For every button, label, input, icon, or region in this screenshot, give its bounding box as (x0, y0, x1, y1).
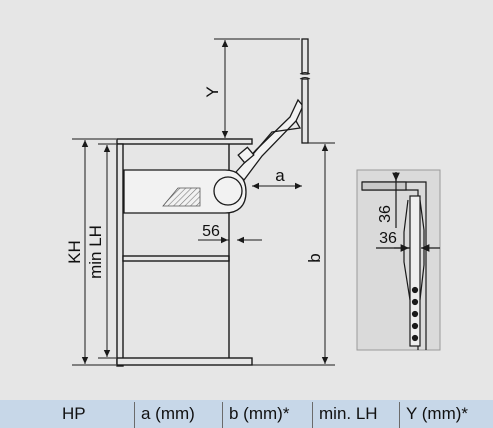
table-header-separator (312, 402, 313, 428)
label-56: 56 (202, 223, 220, 240)
table-header-bar (0, 400, 493, 428)
detail-inset-frame (356, 169, 441, 351)
cabinet-bottom-board (116, 357, 253, 366)
label-min-lh: min LH (86, 225, 105, 279)
label-b: b (305, 253, 324, 262)
detail-label-36-horizontal: 36 (379, 230, 397, 247)
mechanism-vent (162, 187, 201, 207)
table-header-separator (222, 402, 223, 428)
mechanism-pivot (213, 176, 243, 206)
cabinet-left-side (116, 143, 124, 367)
cabinet-shelf (122, 255, 230, 262)
table-header-b: b (mm)* (229, 404, 290, 423)
cabinet-top-board (116, 138, 253, 145)
door-lower (301, 78, 309, 144)
table-header-min-lh: min. LH (319, 404, 378, 423)
door-panel (299, 38, 311, 144)
door-upper (301, 38, 309, 75)
table-header-separator (134, 402, 135, 428)
table-header-y: Y (mm)* (406, 404, 469, 423)
table-header-a: a (mm) (141, 404, 195, 423)
table-header-hp: HP (62, 404, 86, 423)
detail-hinge-stack (409, 195, 421, 347)
label-y: Y (203, 86, 222, 97)
label-a: a (275, 166, 285, 185)
dimension-lines (72, 38, 335, 366)
table-header-separator (399, 402, 400, 428)
detail-label-36-vertical: 36 (377, 205, 394, 223)
lift-mechanism (123, 98, 304, 214)
detail-inset: 36 36 (356, 169, 441, 351)
label-kh: KH (65, 240, 84, 264)
